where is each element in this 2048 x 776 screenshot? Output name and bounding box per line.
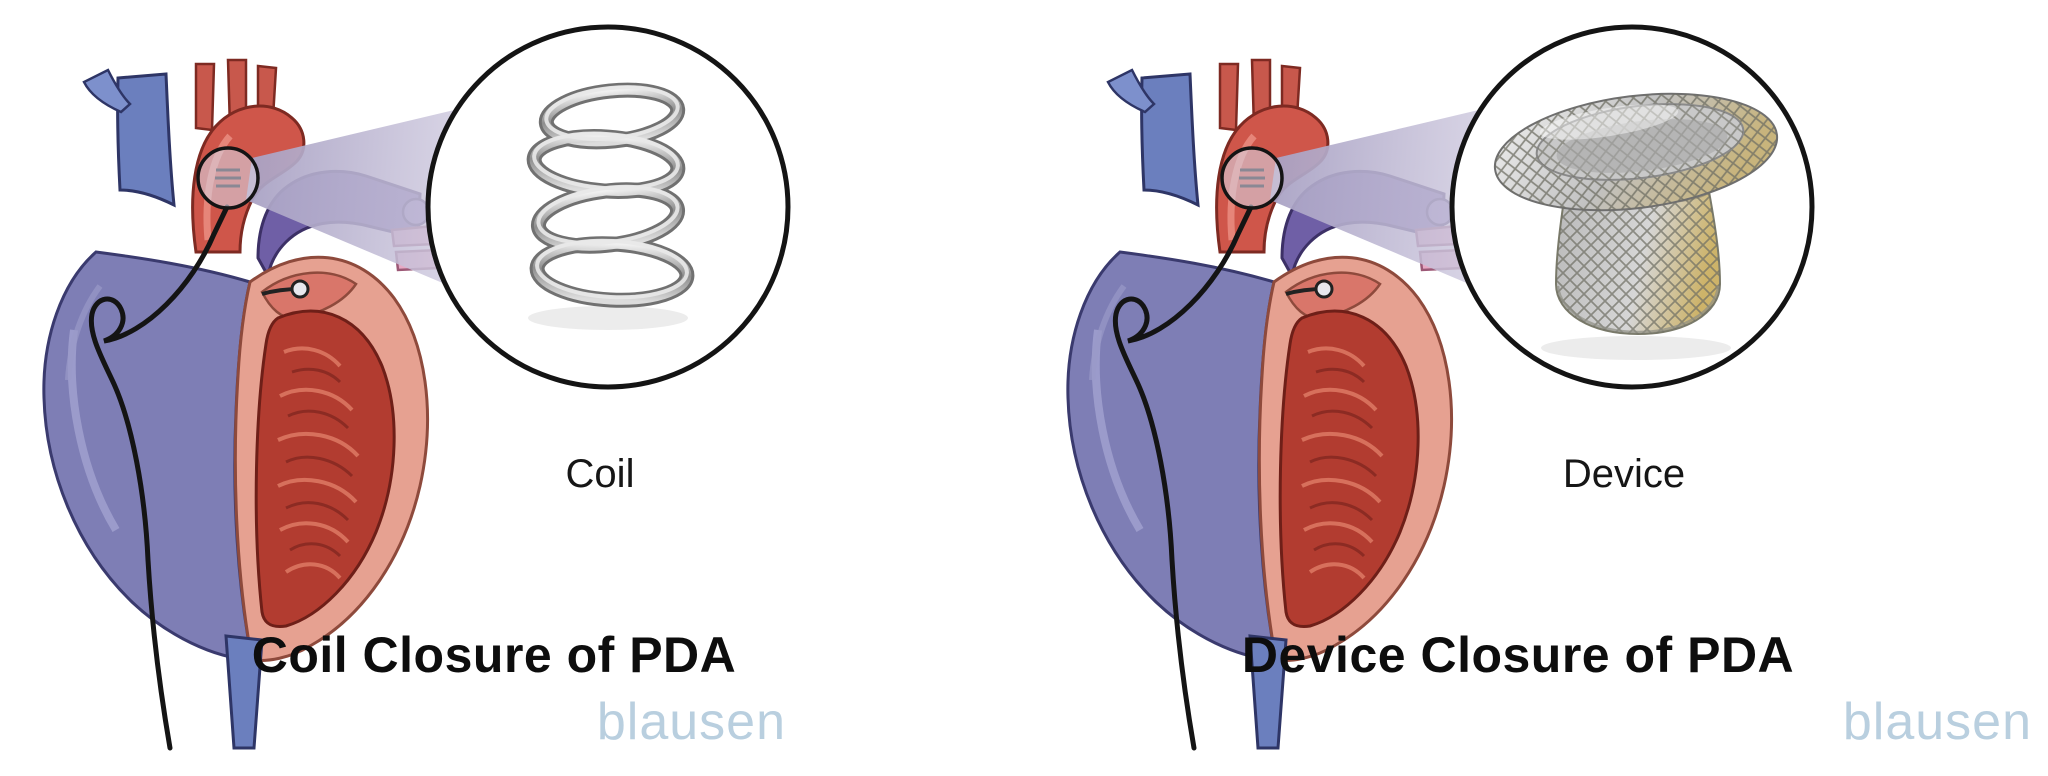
blausen-watermark-left: blausen bbox=[596, 693, 786, 751]
panel-title-device: Device Closure of PDA bbox=[1241, 627, 1795, 683]
device-panel: Device Device Closure of PDA blausen bbox=[1024, 0, 2048, 776]
inset-label-coil: Coil bbox=[565, 452, 635, 496]
blausen-watermark-right: blausen bbox=[1842, 693, 2032, 751]
panel-title-coil: Coil Closure of PDA bbox=[251, 627, 737, 683]
inset-label-device: Device bbox=[1562, 452, 1686, 496]
coil-panel: Coil Coil Closure of PDA blausen bbox=[0, 0, 1024, 751]
